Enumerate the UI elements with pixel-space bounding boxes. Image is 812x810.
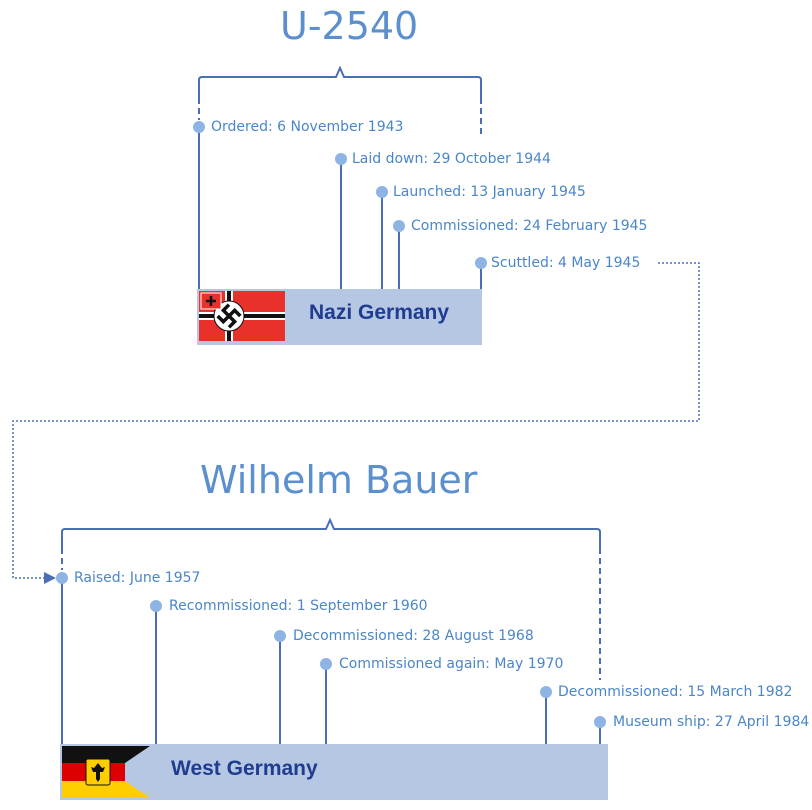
- dot-scuttled: [475, 257, 487, 269]
- event-laid-down: Laid down: 29 October 1944: [352, 151, 551, 167]
- event-decommissioned-1982: Decommissioned: 15 March 1982: [558, 684, 793, 700]
- dot-launched: [376, 186, 388, 198]
- wilhelm-bauer-title: Wilhelm Bauer: [200, 458, 478, 502]
- nazi-germany-label: Nazi Germany: [309, 301, 450, 324]
- event-decommissioned-1968: Decommissioned: 28 August 1968: [293, 628, 534, 644]
- wb-stems: [61, 578, 601, 745]
- dot-laid-down: [335, 153, 347, 165]
- u2540-dots: [193, 121, 487, 269]
- dot-raised: [56, 572, 68, 584]
- u2540-stems: [198, 127, 482, 290]
- dot-commissioned: [393, 220, 405, 232]
- u2540-bracket: [198, 65, 482, 134]
- event-raised: Raised: June 1957: [74, 570, 201, 586]
- event-commissioned: Commissioned: 24 February 1945: [411, 218, 648, 234]
- event-museum-ship: Museum ship: 27 April 1984: [613, 714, 810, 730]
- west-germany-flag-icon: [62, 746, 150, 798]
- event-ordered: Ordered: 6 November 1943: [211, 119, 404, 135]
- event-commissioned-again: Commissioned again: May 1970: [339, 656, 564, 672]
- wilhelm-bauer-bracket: [61, 517, 601, 680]
- event-launched: Launched: 13 January 1945: [393, 184, 586, 200]
- wb-dots: [56, 572, 606, 728]
- dot-decommissioned-1968: [274, 630, 286, 642]
- connector-arrowhead: [44, 572, 56, 584]
- dot-museum-ship: [594, 716, 606, 728]
- west-germany-label: West Germany: [171, 757, 318, 780]
- dot-recommissioned: [150, 600, 162, 612]
- transfer-connector: [12, 262, 700, 584]
- west-germany-bar: [60, 744, 608, 800]
- dot-ordered: [193, 121, 205, 133]
- event-recommissioned: Recommissioned: 1 September 1960: [169, 598, 428, 614]
- dot-decommissioned-1982: [540, 686, 552, 698]
- kriegsmarine-flag-icon: [199, 291, 285, 341]
- u2540-title: U-2540: [280, 4, 419, 48]
- dot-commissioned-again: [320, 658, 332, 670]
- event-scuttled: Scuttled: 4 May 1945: [491, 255, 641, 271]
